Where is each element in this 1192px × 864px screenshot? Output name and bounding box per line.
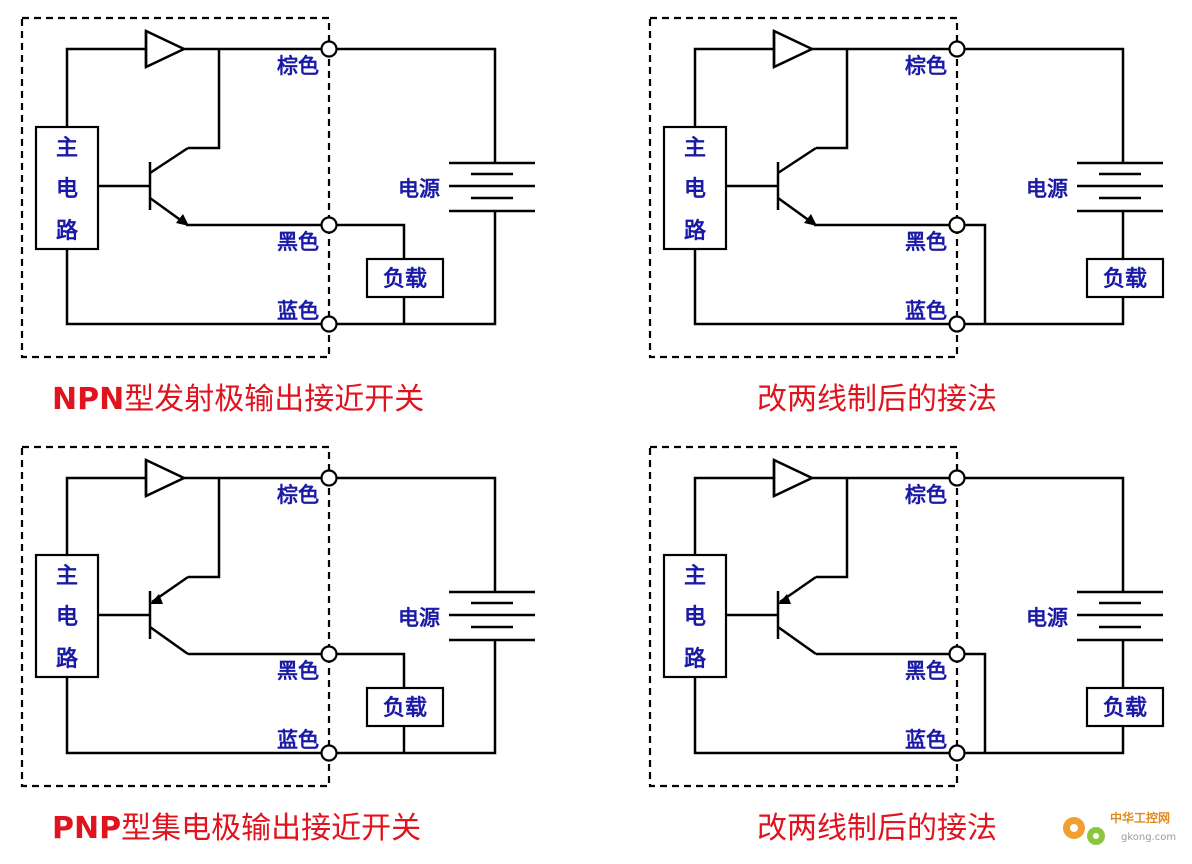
- power-label: 电源: [1026, 176, 1068, 201]
- blue-wire-label: 蓝色: [905, 727, 947, 752]
- sensor-housing-boundary: [648, 16, 959, 359]
- load-box: [1085, 257, 1165, 299]
- terminal-blue: [320, 744, 338, 762]
- terminal-blue: [320, 315, 338, 333]
- watermark-site-cn: 中华工控网: [1110, 810, 1170, 825]
- main-circuit-label-2: 电: [684, 604, 706, 630]
- load-box: [365, 257, 445, 299]
- blue-wire-label: 蓝色: [905, 298, 947, 323]
- main-circuit-box: [34, 125, 100, 251]
- main-circuit-label-1: 主: [56, 563, 78, 589]
- terminal-brown: [320, 40, 338, 58]
- diode-icon: [144, 29, 187, 69]
- terminal-black: [320, 216, 338, 234]
- sensor-housing-boundary: [20, 16, 331, 359]
- terminal-blue: [948, 744, 966, 762]
- emitter-arrow-icon: [778, 594, 791, 604]
- black-wire-label: 黑色: [277, 229, 319, 254]
- emitter-arrow-icon: [804, 214, 817, 226]
- main-circuit-label-2: 电: [56, 176, 78, 202]
- battery-icon: [449, 590, 535, 642]
- terminal-black: [320, 645, 338, 663]
- load-label: 负载: [1103, 266, 1147, 292]
- terminal-brown: [948, 469, 966, 487]
- power-label: 电源: [398, 605, 440, 630]
- main-circuit-label-3: 路: [56, 218, 79, 244]
- battery-icon: [1077, 161, 1163, 213]
- caption-npn-two-wire: 改两线制后的接法: [757, 382, 997, 417]
- power-label: 电源: [1026, 605, 1068, 630]
- watermark-site-url: gkong.com: [1121, 832, 1176, 843]
- battery-icon: [449, 161, 535, 213]
- caption-pnp-two-wire: 改两线制后的接法: [757, 811, 997, 846]
- main-circuit-label-1: 主: [56, 135, 78, 161]
- terminal-black: [948, 645, 966, 663]
- main-circuit-label-3: 路: [684, 218, 707, 244]
- sensor-housing-boundary: [648, 445, 959, 788]
- battery-icon: [1077, 590, 1163, 642]
- terminal-brown: [320, 469, 338, 487]
- main-circuit-label-1: 主: [684, 135, 706, 161]
- black-wire-label: 黑色: [905, 658, 947, 683]
- main-circuit-label-2: 电: [56, 604, 78, 630]
- main-circuit-box: [34, 553, 100, 679]
- main-circuit-label-2: 电: [684, 176, 706, 202]
- caption-pnp: PNP型集电极输出接近开关: [52, 811, 421, 846]
- panel-npn-two-wire: 负载 主 电 路 棕色 黑色 蓝色 电源 改两线制后的接法: [648, 16, 1165, 417]
- main-circuit-box: [662, 553, 728, 679]
- main-circuit-label-3: 路: [56, 646, 79, 672]
- brown-wire-label: 棕色: [905, 482, 947, 507]
- brown-wire-label: 棕色: [277, 53, 319, 78]
- brown-wire-label: 棕色: [277, 482, 319, 507]
- load-box: [1085, 686, 1165, 728]
- watermark: 中华工控网 gkong.com: [1063, 810, 1176, 845]
- brown-wire-label: 棕色: [905, 53, 947, 78]
- diode-icon: [772, 29, 815, 69]
- load-label: 负载: [1103, 695, 1147, 721]
- caption-npn: NPN型发射极输出接近开关: [52, 382, 424, 417]
- panel-pnp-original: 主 电 路 负载 棕色 黑色 蓝色 电源 PNP型集电极输出接近开关: [20, 445, 535, 846]
- panel-pnp-two-wire: 负载 主 电 路 棕色 黑色 蓝色 电源 改两线制后的接法: [648, 445, 1165, 846]
- terminal-blue: [948, 315, 966, 333]
- load-label: 负载: [383, 695, 427, 721]
- blue-wire-label: 蓝色: [277, 727, 319, 752]
- diode-icon: [772, 458, 815, 498]
- black-wire-label: 黑色: [277, 658, 319, 683]
- black-wire-label: 黑色: [905, 229, 947, 254]
- diode-icon: [144, 458, 187, 498]
- main-circuit-label-3: 路: [684, 646, 707, 672]
- terminal-brown: [948, 40, 966, 58]
- blue-wire-label: 蓝色: [277, 298, 319, 323]
- sensor-housing-boundary: [20, 445, 331, 788]
- load-label: 负载: [383, 266, 427, 292]
- panel-npn-original: 主 电 路 负载 棕色 黑色 蓝色 电源 NPN型发射极输出接近开关: [20, 16, 535, 417]
- power-label: 电源: [398, 176, 440, 201]
- main-circuit-label-1: 主: [684, 563, 706, 589]
- terminal-black: [948, 216, 966, 234]
- emitter-arrow-icon: [150, 594, 163, 604]
- emitter-arrow-icon: [176, 214, 189, 226]
